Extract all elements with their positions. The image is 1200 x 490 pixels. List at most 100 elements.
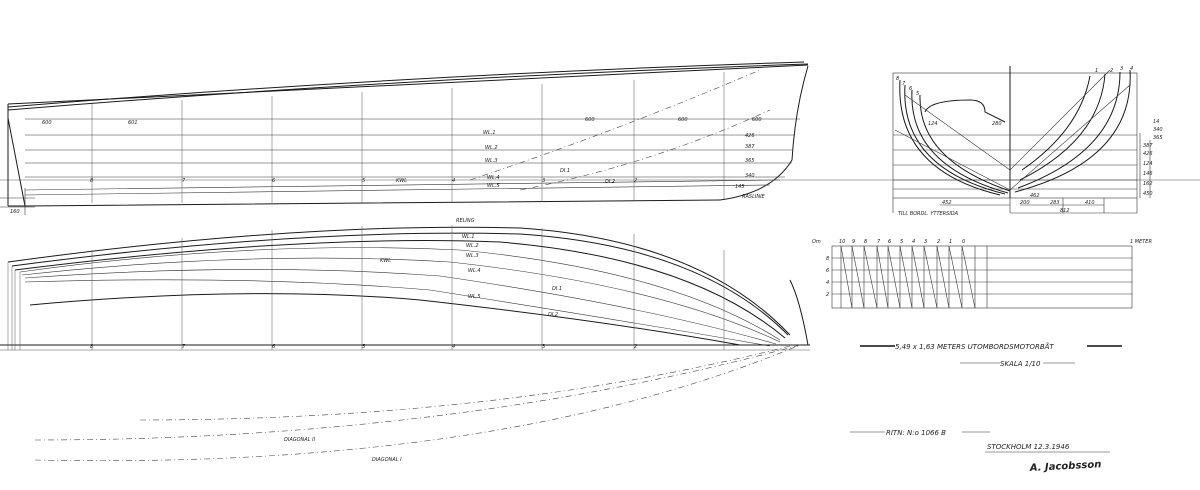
body-plan-dim-452: 452 <box>942 200 952 206</box>
body-plan-right-dim-7: 365 <box>1153 135 1163 141</box>
body-plan-dim-283: 283 <box>1050 200 1060 206</box>
boat-title: 5,49 x 1,63 METERS UTOMBORDSMOTORBÅT <box>895 342 1054 351</box>
half-breadth-diag-1-label: DI.1 <box>552 286 562 292</box>
body-plan-caption: TILL BORDL. YTTERSIDA <box>898 211 959 217</box>
profile-dim-3: 600 <box>585 117 595 123</box>
profile-view <box>0 61 1200 215</box>
profile-station-4: 4 <box>452 178 455 184</box>
profile-station-3: 3 <box>542 178 545 184</box>
profile-diag-1-label: DI.1 <box>560 168 570 174</box>
half-breadth-sheer-label: RELING <box>456 218 475 224</box>
body-plan-cockpit <box>924 99 1006 123</box>
profile-wl4-label: WL.4 <box>487 175 500 181</box>
profile-sheer-line <box>7 63 809 111</box>
profile-station-lines <box>91 72 725 203</box>
body-plan-right-dim-3: 146 <box>1143 171 1153 177</box>
body-plan-station-7: 7 <box>902 81 906 87</box>
scale-tick-7: 7 <box>877 239 881 245</box>
scale-tick-4: 4 <box>912 239 915 245</box>
scale-tick-0: 0 <box>962 239 965 245</box>
title-block: 5,49 x 1,63 METERS UTOMBORDSMOTORBÅT SKA… <box>850 342 1122 474</box>
profile-stem <box>719 65 809 201</box>
body-plan-station-3: 3 <box>1120 66 1123 72</box>
profile-kwl-label: KWL <box>396 178 407 184</box>
half-breadth-kwl-label: KWL <box>380 258 391 264</box>
half-breadth-station-6: 6 <box>272 344 275 350</box>
body-plan-dim-410: 410 <box>1085 200 1095 206</box>
scale-bar-labels: Om 10 9 8 7 6 5 4 3 2 1 0 1 METER 8 6 4 … <box>812 239 1152 298</box>
half-breadth-station-2: 2 <box>634 344 637 350</box>
body-plan-view <box>892 66 1151 214</box>
half-breadth-diagonal-2 <box>34 344 801 441</box>
profile-keel-line <box>8 199 721 207</box>
scale-tick-9: 9 <box>852 239 855 245</box>
diagonal-i-label: DIAGONAL I <box>372 457 402 463</box>
body-plan-labels: TILL BORDL. YTTERSIDA 452 200 462 283 41… <box>896 66 1163 217</box>
body-plan-right-dim-2: 162 <box>1143 181 1153 187</box>
scale-left-2: 2 <box>826 292 829 298</box>
body-plan-dim-200: 200 <box>1020 200 1030 206</box>
half-breadth-station-8: 8 <box>90 344 93 350</box>
profile-station-2: 2 <box>634 178 637 184</box>
scale-bar <box>831 245 1133 309</box>
half-breadth-diag-2-label: DI.2 <box>548 312 558 318</box>
signature: A. Jacobsson <box>1029 459 1102 474</box>
profile-wl3-height: 365 <box>745 158 755 164</box>
body-plan-right-dim-8: 340 <box>1153 127 1163 133</box>
profile-diag-2-label: DI.2 <box>605 179 615 185</box>
scale-tick-6: 6 <box>888 239 891 245</box>
scale-om-label: Om <box>812 239 821 245</box>
scale-tick-3: 3 <box>924 239 927 245</box>
scale-text: SKALA 1/10 <box>1000 360 1041 368</box>
scale-left-6: 6 <box>826 268 829 274</box>
half-breadth-diagonal-1 <box>34 344 801 462</box>
half-breadth-wl3-label: WL.3 <box>466 253 479 259</box>
body-plan-dim-462: 462 <box>1030 193 1040 199</box>
half-breadth-station-3: 3 <box>542 344 545 350</box>
profile-diagonal-1 <box>469 69 761 181</box>
scale-left-8: 8 <box>826 256 829 262</box>
profile-dim-2: 601 <box>128 120 138 126</box>
body-plan-diagonals <box>894 69 1131 191</box>
body-plan-dim-280: 280 <box>992 121 1002 127</box>
profile-dim-1: 600 <box>42 120 52 126</box>
profile-wl2-height: 387 <box>745 144 755 150</box>
half-breadth-stem <box>789 279 809 346</box>
half-breadth-wl1-label: WL.1 <box>462 234 475 240</box>
profile-station-7: 7 <box>182 178 186 184</box>
profile-wl2-label: WL.2 <box>485 145 498 151</box>
body-plan-fore-sections <box>1014 69 1131 193</box>
profile-station-5: 5 <box>362 178 365 184</box>
profile-wl1-height: 426 <box>745 133 755 139</box>
profile-wl1-label: WL.1 <box>483 130 496 136</box>
profile-wl5-label: WL.5 <box>487 183 500 189</box>
body-plan-right-dim-5: 426 <box>1143 151 1153 157</box>
half-breadth-station-4: 4 <box>452 344 455 350</box>
body-plan-right-dim-9: 14 <box>1153 119 1159 125</box>
body-plan-station-2: 2 <box>1110 68 1113 74</box>
half-breadth-wl4-label: WL.4 <box>468 268 481 274</box>
scale-tick-10: 10 <box>839 239 845 245</box>
profile-wl5-height: 145 <box>735 184 745 190</box>
profile-wl4-height: 340 <box>745 173 755 179</box>
profile-dim-5: 600 <box>752 117 762 123</box>
body-plan-right-dim-1: 450 <box>1143 191 1153 197</box>
scale-tick-8: 8 <box>864 239 867 245</box>
body-plan-station-5: 5 <box>916 91 919 97</box>
scale-tick-2: 2 <box>937 239 940 245</box>
scale-left-4: 4 <box>826 280 829 286</box>
half-breadth-station-5: 5 <box>362 344 365 350</box>
half-breadth-view <box>0 225 810 462</box>
body-plan-right-dim-6: 387 <box>1143 143 1153 149</box>
body-plan-station-1: 1 <box>1095 68 1098 74</box>
profile-station-6: 6 <box>272 178 275 184</box>
half-breadth-station-lines <box>91 225 725 350</box>
profile-dim-4: 600 <box>678 117 688 123</box>
half-breadth-wl2-label: WL.2 <box>466 243 479 249</box>
profile-keel-label: RÄSLINIE <box>742 193 766 200</box>
body-plan-station-6: 6 <box>909 86 912 92</box>
scale-tick-5: 5 <box>900 239 903 245</box>
diagonal-ii-label: DIAGONAL II <box>284 437 316 443</box>
profile-station-8: 8 <box>90 178 93 184</box>
